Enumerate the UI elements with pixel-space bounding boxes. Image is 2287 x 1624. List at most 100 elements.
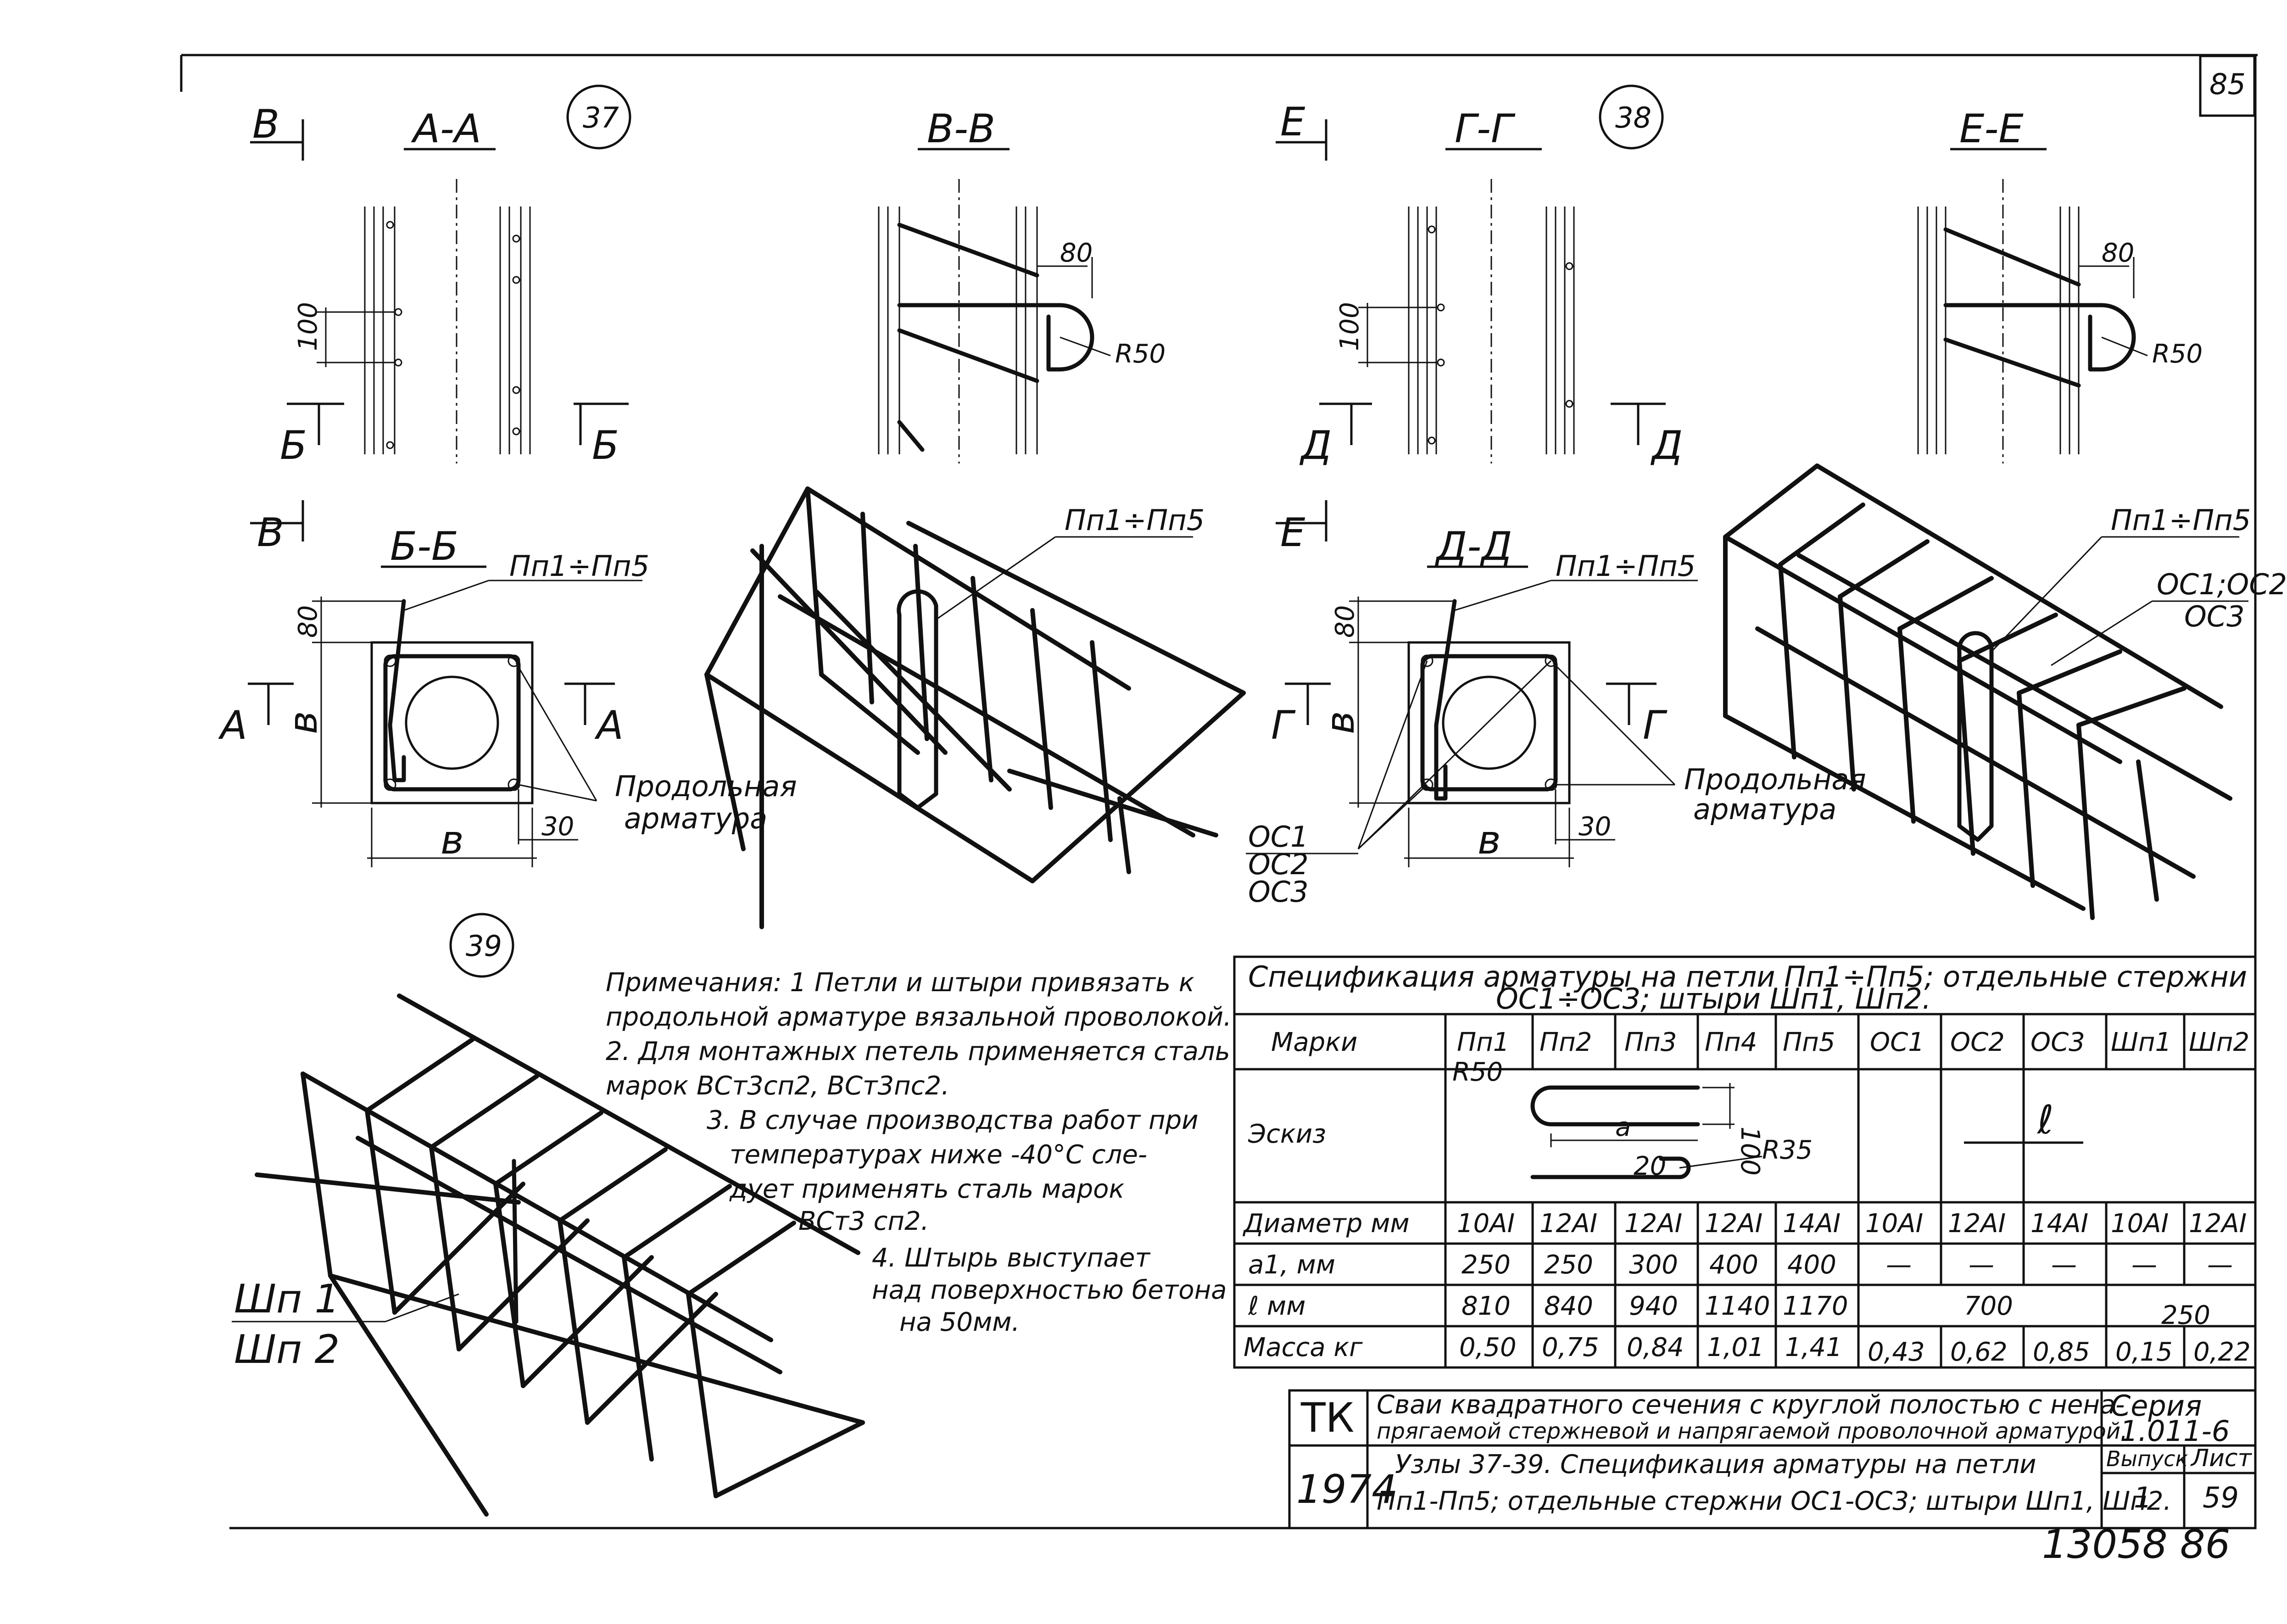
dim-100-aa: 100 xyxy=(293,302,323,351)
section-ee-title: Е-Е xyxy=(1959,106,2024,152)
stamp-issue-label: Выпуск xyxy=(2106,1446,2188,1471)
label-loops-37: Пп1÷Пп5 xyxy=(1065,503,1205,537)
spec-sketch-20: 20 xyxy=(1634,1151,1666,1181)
spec-l-pp1: 810 xyxy=(1461,1291,1511,1321)
spec-mass-pp5: 1,41 xyxy=(1785,1333,1842,1362)
mark-a-left: А xyxy=(218,703,247,748)
spec-a1-shp2: — xyxy=(2207,1250,2233,1280)
spec-diam-oc2: 12АI xyxy=(1948,1209,2006,1239)
label-loops-dd: Пп1÷Пп5 xyxy=(1556,549,1696,583)
dim-r50-vv: R50 xyxy=(1115,339,1166,369)
spec-l-row: 810 840 940 1140 1170 700 250 xyxy=(1461,1291,2210,1330)
section-gg-title: Г-Г xyxy=(1455,106,1516,152)
spec-mass-shp1: 0,15 xyxy=(2115,1337,2173,1367)
spec-a1-pp4: 400 xyxy=(1709,1250,1758,1280)
spec-mass-pp2: 0,75 xyxy=(1542,1333,1599,1362)
spec-mass-oc1: 0,43 xyxy=(1868,1337,1925,1367)
dim-30-bb: 30 xyxy=(541,812,574,842)
label-oc1-dd: ОС1 xyxy=(1248,820,1309,854)
spec-sketch-r35: R35 xyxy=(1762,1135,1813,1165)
spec-mark-oc2: ОС2 xyxy=(1950,1027,2005,1057)
spec-a1-pp5: 400 xyxy=(1787,1250,1836,1280)
spec-row-sketch: Эскиз xyxy=(1248,1119,1326,1149)
mark-v-top: В xyxy=(252,101,279,147)
spec-marks-row: Пп1 Пп2 Пп3 Пп4 Пп5 ОС1 ОС2 ОС3 Шп1 Шп2 xyxy=(1457,1027,2249,1057)
note-line-9: 4. Штырь выступает xyxy=(872,1243,1150,1273)
dim-30-dd: 30 xyxy=(1579,812,1611,842)
dim-80-bb: 80 xyxy=(293,605,323,638)
cage-37-isometric xyxy=(704,486,1246,929)
label-loops-38: Пп1÷Пп5 xyxy=(2111,503,2251,537)
node-37-circle xyxy=(566,84,631,150)
note-line-11: на 50мм. xyxy=(899,1307,1020,1337)
spec-table xyxy=(1233,955,2257,1369)
spec-mass-pp4: 1,01 xyxy=(1707,1333,1764,1362)
label-oc3-dd: ОС3 xyxy=(1248,875,1309,909)
spec-sketch-100: 100 xyxy=(1735,1127,1765,1176)
spec-sketch-l: ℓ xyxy=(2036,1097,2054,1143)
spec-mass-pp1: 0,50 xyxy=(1459,1333,1517,1362)
spec-sketch-r50: R50 xyxy=(1452,1057,1503,1087)
mark-e-bottom: Е xyxy=(1280,510,1305,556)
stamp-desc-line-2: прягаемой стержневой и напрягаемой прово… xyxy=(1377,1418,2127,1444)
label-long-reinf-1-bb: Продольная xyxy=(615,770,797,803)
dim-b-horiz-bb: в xyxy=(441,817,464,863)
spec-row-mass: Масса кг xyxy=(1244,1333,1363,1362)
mark-g-left: Г xyxy=(1271,703,1296,748)
label-oc2-dd: ОС2 xyxy=(1248,848,1309,881)
note-line-4: марок ВСт3сп2, ВСт3пс2. xyxy=(606,1071,949,1101)
spec-mark-pp1: Пп1 xyxy=(1457,1027,1509,1057)
section-ee-view xyxy=(1917,179,2148,463)
spec-l-pp5: 1170 xyxy=(1783,1291,1848,1321)
mark-b-left: Б xyxy=(280,423,307,469)
spec-diam-pp2: 12АI xyxy=(1540,1209,1597,1239)
mark-d-right: Д xyxy=(1650,423,1683,469)
dim-b-horiz-dd: в xyxy=(1478,817,1501,863)
spec-row-marks: Марки xyxy=(1271,1027,1357,1057)
spec-diam-pp1: 10АI xyxy=(1457,1209,1515,1239)
label-oc3-38: ОС3 xyxy=(2184,600,2245,633)
section-aa-view xyxy=(317,179,531,463)
dim-b-vert-bb: в xyxy=(280,711,326,734)
stamp-year: 1974 xyxy=(1296,1467,1397,1512)
spec-mass-shp2: 0,22 xyxy=(2193,1337,2251,1367)
dim-80-ee: 80 xyxy=(2102,238,2134,268)
label-long-reinf-1-dd: Продольная xyxy=(1684,763,1866,796)
stamp-tk: ТК xyxy=(1300,1394,1354,1441)
spec-title-line-2: ОС1÷ОС3; штыри Шп1, Шп2. xyxy=(1496,982,1931,1016)
spec-mark-shp2: Шп2 xyxy=(2189,1027,2249,1057)
dim-100-gg: 100 xyxy=(1335,302,1365,351)
spec-row-diam: Диаметр мм xyxy=(1242,1209,1410,1239)
spec-l-oc: 700 xyxy=(1964,1291,2013,1321)
spec-a1-shp1: — xyxy=(2131,1250,2157,1280)
node-38-label: 38 xyxy=(1615,101,1651,134)
note-line-7: дует применять сталь марок xyxy=(729,1174,1124,1204)
spec-mass-oc3: 0,85 xyxy=(2033,1337,2090,1367)
section-vv-view xyxy=(878,179,1111,463)
stamp-title-line-2: Пп1-Пп5; отдельные стержни ОС1-ОС3; штыр… xyxy=(1377,1486,2171,1516)
note-line-5: 3. В случае производства работ при xyxy=(707,1105,1199,1135)
spec-mark-oc1: ОС1 xyxy=(1870,1027,1924,1057)
cage-39-isometric xyxy=(255,993,865,1517)
spec-mass-pp3: 0,84 xyxy=(1627,1333,1684,1362)
page-number-bottom: 13058 86 xyxy=(2042,1522,2230,1568)
spec-l-pp3: 940 xyxy=(1629,1291,1678,1321)
note-line-8: ВСт3 сп2. xyxy=(798,1206,929,1236)
spec-diam-shp1: 10АI xyxy=(2111,1209,2169,1239)
label-shp2-39: Шп 2 xyxy=(234,1327,340,1373)
note-line-10: над поверхностью бетона xyxy=(872,1275,1227,1305)
label-long-reinf-2-dd: арматура xyxy=(1693,792,1836,826)
spec-row-l: ℓ мм xyxy=(1248,1291,1305,1321)
spec-l-pp2: 840 xyxy=(1544,1291,1593,1321)
section-vv-title: В-В xyxy=(927,106,995,152)
note-line-1: Примечания: 1 Петли и штыри привязать к xyxy=(606,968,1194,998)
spec-a1-oc2: — xyxy=(1969,1250,1994,1280)
mark-g-right: Г xyxy=(1643,703,1668,748)
spec-title-line-1: Спецификация арматуры на петли Пп1÷Пп5; … xyxy=(1248,960,2247,993)
stamp-sheet-label: Лист xyxy=(2190,1445,2252,1472)
mark-d-left: Д xyxy=(1299,423,1332,469)
title-stamp xyxy=(1288,1389,2257,1529)
label-long-reinf-2-bb: арматура xyxy=(624,802,767,835)
spec-sketch-loop xyxy=(1530,1083,1763,1179)
